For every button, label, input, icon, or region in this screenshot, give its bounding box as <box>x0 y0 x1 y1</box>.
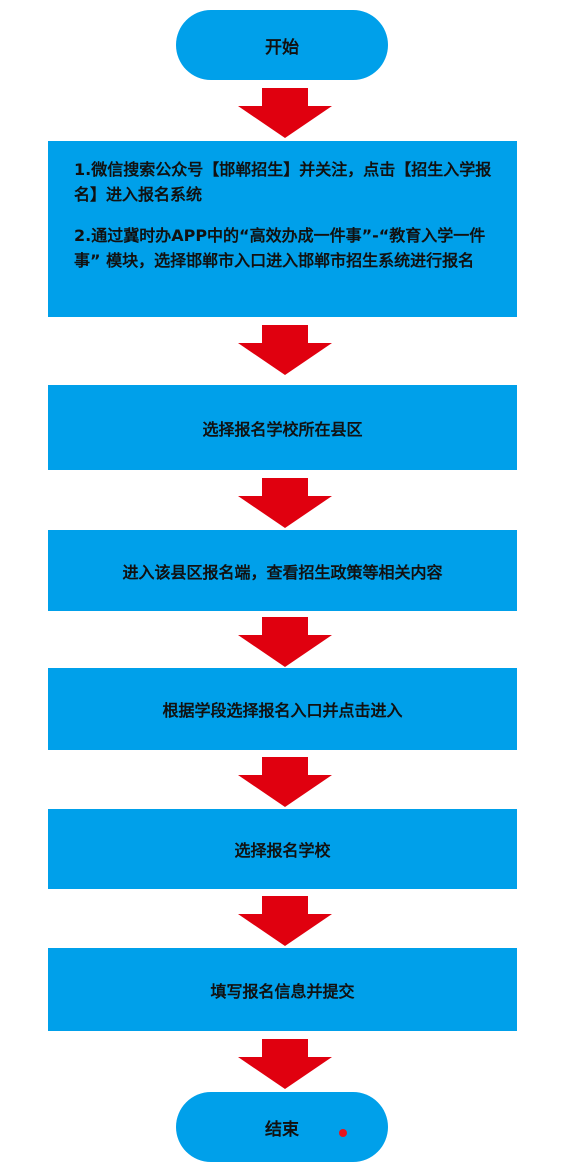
down-arrow-5 <box>238 757 332 807</box>
start-label: 开始 <box>265 37 299 58</box>
down-arrow-2 <box>238 325 332 375</box>
down-arrow-3 <box>238 478 332 528</box>
step-6-label: 填写报名信息并提交 <box>210 981 355 1001</box>
step-3-label: 进入该县区报名端，查看招生政策等相关内容 <box>122 562 443 582</box>
step-1-box: 1.微信搜索公众号【邯郸招生】并关注，点击【招生入学报名】进入报名系统 2.通过… <box>48 141 517 317</box>
step-5-label: 选择报名学校 <box>234 841 331 860</box>
down-arrow-6 <box>238 896 332 946</box>
end-node: 结束 <box>176 1092 388 1162</box>
step-1-line-1: 1.微信搜索公众号【邯郸招生】并关注，点击【招生入学报名】进入报名系统 <box>74 160 492 204</box>
marker-dot <box>339 1129 347 1137</box>
step-6-box: 填写报名信息并提交 <box>48 948 517 1031</box>
start-node: 开始 <box>176 10 388 80</box>
step-2-label: 选择报名学校所在县区 <box>202 419 363 439</box>
step-5-box: 选择报名学校 <box>48 809 517 889</box>
end-label: 结束 <box>265 1119 299 1140</box>
step-4-box: 根据学段选择报名入口并点击进入 <box>48 668 517 750</box>
down-arrow-4 <box>238 617 332 667</box>
step-3-box: 进入该县区报名端，查看招生政策等相关内容 <box>48 530 517 611</box>
down-arrow-1 <box>238 88 332 138</box>
step-4-label: 根据学段选择报名入口并点击进入 <box>162 701 403 720</box>
step-1-line-2: 2.通过冀时办APP中的“高效办成一件事”-“教育入学一件事” 模块，选择邯郸市… <box>74 226 486 270</box>
step-2-box: 选择报名学校所在县区 <box>48 385 517 470</box>
down-arrow-7 <box>238 1039 332 1089</box>
